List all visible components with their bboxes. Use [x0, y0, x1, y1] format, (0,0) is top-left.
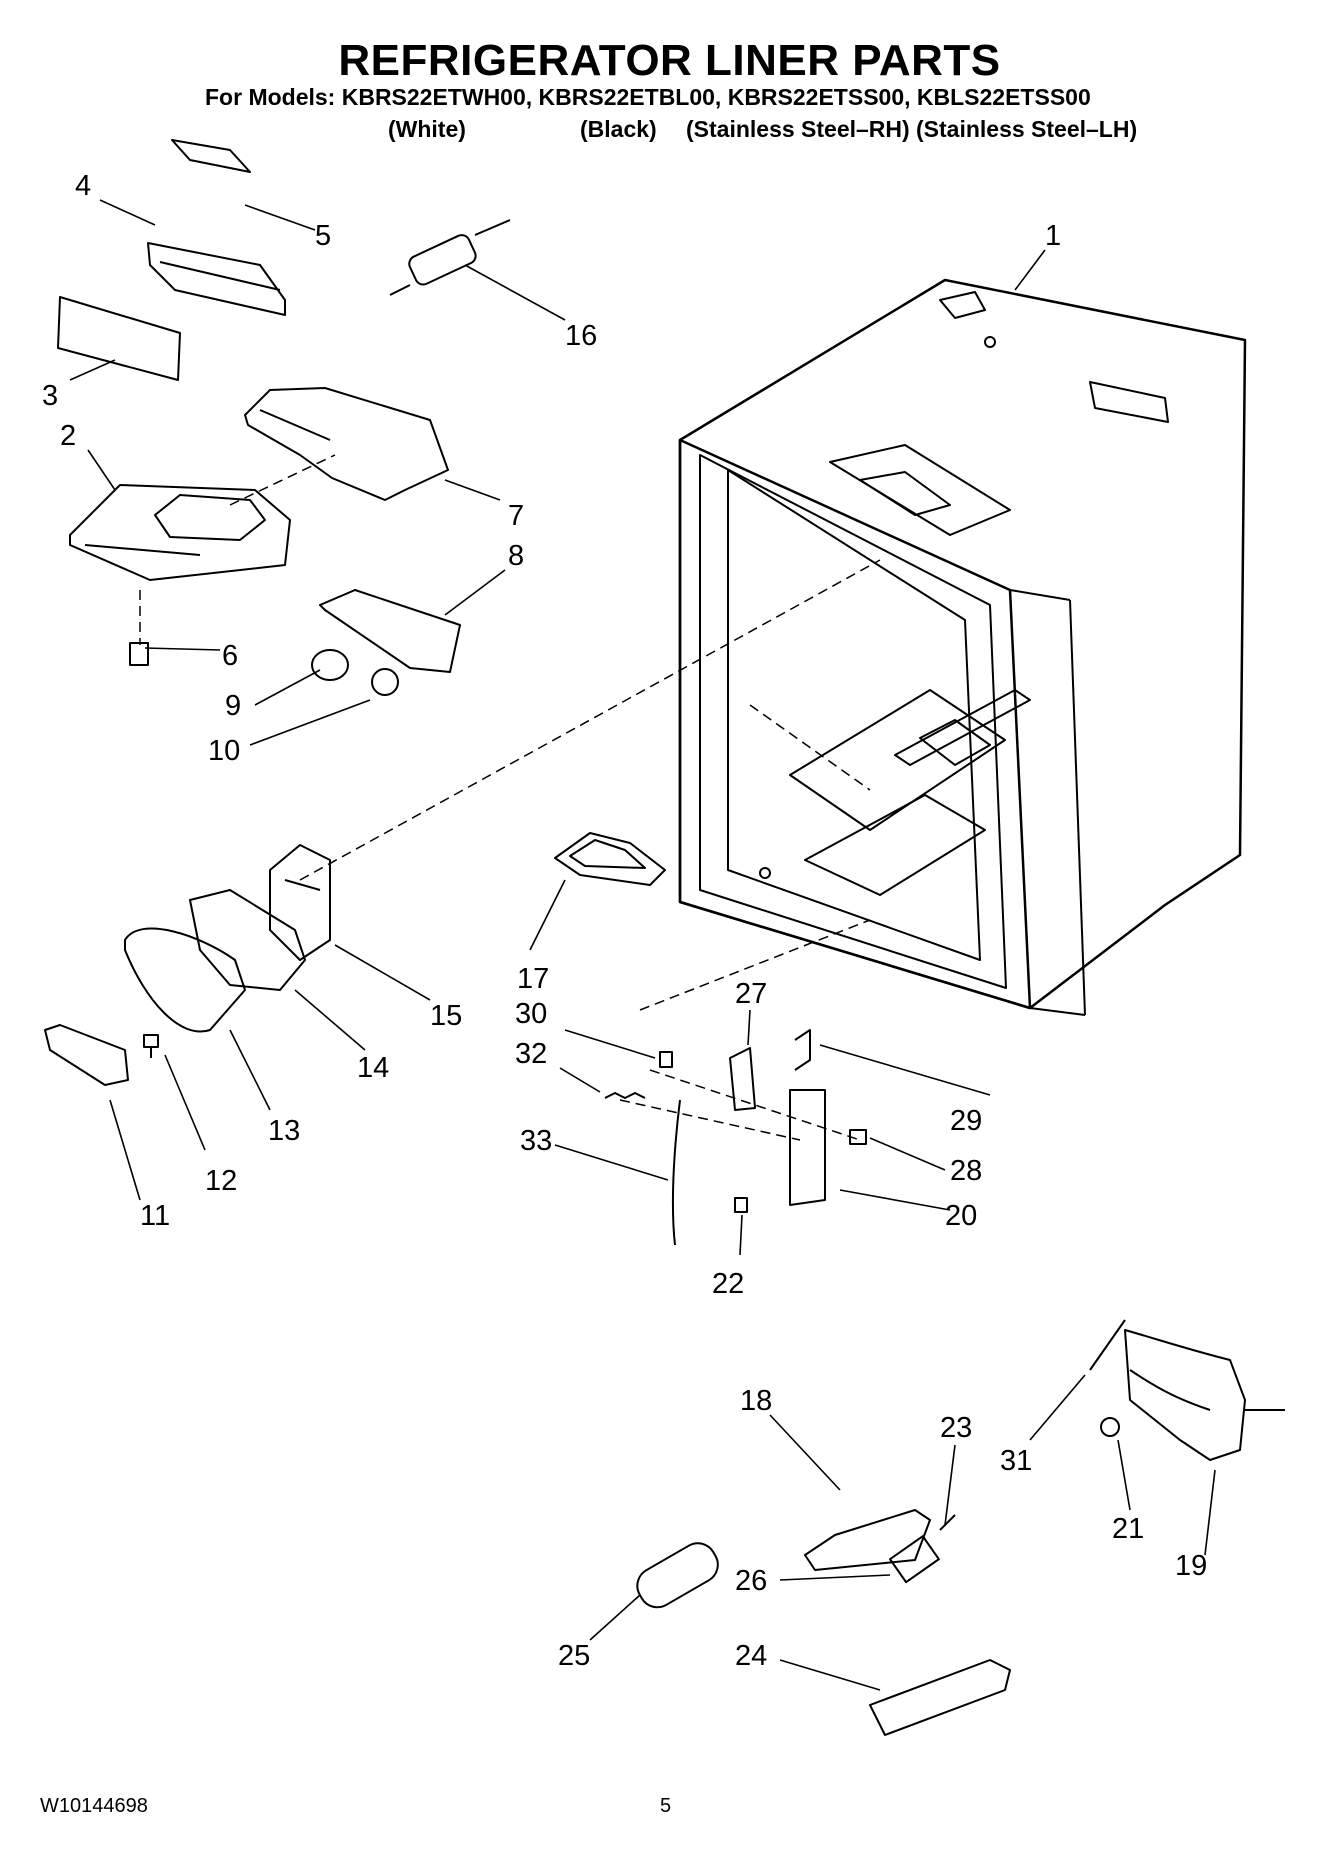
callout-5: 5: [315, 220, 331, 252]
callout-24: 24: [735, 1640, 767, 1672]
part-clip-29: [794, 1029, 811, 1071]
callout-1: 1: [1045, 220, 1061, 252]
callout-17: 17: [517, 963, 549, 995]
callout-15: 15: [430, 1000, 462, 1032]
part-cylinder: [389, 219, 511, 296]
callout-19: 19: [1175, 1550, 1207, 1582]
part-control-housing: [69, 484, 291, 581]
callout-20: 20: [945, 1200, 977, 1232]
callout-18: 18: [740, 1385, 772, 1417]
page-number: 5: [660, 1795, 672, 1817]
callout-9: 9: [225, 690, 241, 722]
callout-12: 12: [205, 1165, 237, 1197]
part-tab: [734, 1197, 748, 1213]
part-small-switch: [129, 642, 149, 666]
part-light-housing: [244, 387, 449, 501]
part-rod: [1089, 1319, 1126, 1371]
doc-number: W10144698: [40, 1795, 148, 1817]
part-housing: [189, 889, 306, 991]
part-bezel: [124, 927, 246, 1033]
part-clip-30: [659, 1051, 673, 1068]
callout-23: 23: [940, 1412, 972, 1444]
callout-2: 2: [60, 420, 76, 452]
variant-stainless-rh: (Stainless Steel–RH): [686, 116, 910, 142]
part-drip-tray: [554, 832, 666, 886]
page-title: REFRIGERATOR LINER PARTS: [338, 36, 1001, 85]
part-overlay: [57, 296, 181, 381]
part-sensor: [889, 1514, 956, 1584]
part-bracket: [804, 1509, 931, 1571]
callout-7: 7: [508, 500, 524, 532]
callout-10: 10: [208, 735, 240, 767]
part-hinge-bracket: [729, 1047, 756, 1111]
variant-stainless-lh: (Stainless Steel–LH): [916, 116, 1138, 142]
variant-white: (White): [388, 116, 466, 142]
callout-27: 27: [735, 978, 767, 1010]
part-heater: [1124, 1329, 1285, 1461]
part-control-unit: [269, 844, 331, 961]
part-bin: [789, 1089, 826, 1206]
part-bulb: [311, 649, 349, 681]
variant-black: (Black): [580, 116, 657, 142]
part-spring: [604, 1092, 646, 1099]
part-screw-12: [143, 1034, 159, 1058]
part-socket: [371, 668, 399, 696]
part-wire: [671, 1099, 681, 1246]
callout-32: 32: [515, 1038, 547, 1070]
callout-28: 28: [950, 1155, 982, 1187]
assembly-lines: [139, 454, 881, 1141]
part-liner-cabinet: [678, 278, 1247, 1016]
callout-4: 4: [75, 170, 91, 202]
callout-3: 3: [42, 380, 58, 412]
callout-31: 31: [1000, 1445, 1032, 1477]
leader-lines: [69, 199, 1216, 1691]
callout-11: 11: [140, 1200, 170, 1232]
callout-21: 21: [1112, 1513, 1144, 1545]
models-line: For Models: KBRS22ETWH00, KBRS22ETBL00, …: [205, 84, 1091, 110]
part-switch: [171, 139, 251, 173]
part-tray: [869, 1659, 1011, 1736]
part-screw-21: [1100, 1417, 1120, 1437]
callout-29: 29: [950, 1105, 982, 1137]
callout-26: 26: [735, 1565, 767, 1597]
callout-8: 8: [508, 540, 524, 572]
part-light-lens: [319, 589, 461, 673]
callout-22: 22: [712, 1268, 744, 1300]
callout-14: 14: [357, 1052, 389, 1084]
callout-16: 16: [565, 320, 597, 352]
callout-6: 6: [222, 640, 238, 672]
callout-13: 13: [268, 1115, 300, 1147]
callout-33: 33: [520, 1125, 552, 1157]
part-plug: [636, 1542, 719, 1609]
part-handle-trim: [44, 1024, 129, 1086]
part-control-board: [147, 242, 286, 316]
callout-30: 30: [515, 998, 547, 1030]
callout-25: 25: [558, 1640, 590, 1672]
